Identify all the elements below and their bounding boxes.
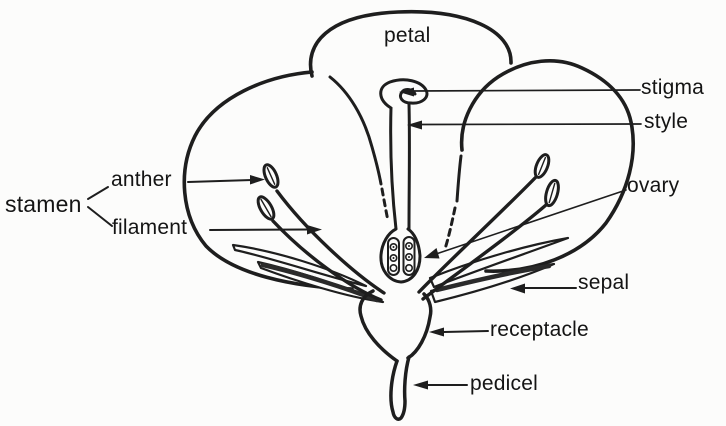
anther-capsule — [256, 195, 276, 221]
filament-curve — [417, 175, 538, 294]
sepal-right-lower-shape — [429, 262, 556, 304]
leader-receptacle — [429, 327, 489, 337]
anther-capsule — [533, 153, 551, 179]
stamen-brace-lines — [87, 186, 113, 227]
label-ovary: ovary — [627, 174, 680, 197]
arrowhead-left-icon — [424, 248, 440, 259]
leader-style — [407, 120, 642, 130]
stamen-right-lower — [421, 178, 560, 301]
anther-capsule — [544, 178, 560, 208]
pistil-group — [379, 78, 429, 284]
arrowhead-right-icon — [250, 175, 265, 185]
arrowhead-left-icon — [407, 120, 422, 130]
receptacle-shape — [358, 289, 433, 363]
leader-filament — [209, 225, 322, 235]
leader-sepal — [510, 283, 577, 294]
stamen-left-upper — [262, 163, 386, 295]
petal-right-shape — [443, 59, 635, 273]
label-style: style — [644, 110, 689, 133]
stigma-shape — [379, 78, 429, 110]
label-anther: anther — [111, 168, 172, 191]
ovule-shapes — [387, 236, 416, 276]
label-filament: filament — [112, 216, 188, 239]
arrowhead-left-icon — [413, 380, 428, 390]
label-stigma: stigma — [641, 76, 705, 99]
arrowhead-left-icon — [429, 327, 444, 337]
leader-ovary — [424, 189, 627, 259]
arrowhead-right-icon — [307, 225, 322, 235]
label-sepal: sepal — [578, 271, 630, 294]
petal-left-shape — [182, 70, 390, 291]
label-petal: petal — [384, 24, 431, 47]
leader-stigma — [399, 87, 641, 97]
arrowhead-left-icon — [399, 87, 414, 97]
leader-pedicel — [413, 380, 468, 390]
label-receptacle: receptacle — [490, 318, 589, 341]
petal-top-shape — [308, 9, 513, 78]
sepal-left-upper-shape — [231, 243, 368, 288]
leader-anther — [187, 175, 265, 185]
label-pedicel: pedicel — [470, 372, 538, 395]
anther-capsule — [262, 163, 280, 189]
label-stamen: stamen — [5, 191, 82, 217]
stamen-left-lower — [256, 195, 383, 302]
filament-curve — [421, 203, 548, 301]
pedicel-shape — [389, 355, 411, 421]
stamen-right-upper — [417, 153, 551, 294]
arrowhead-left-icon — [510, 283, 525, 294]
filament-curve — [271, 219, 383, 302]
filament-curve — [275, 189, 386, 295]
style-shape — [389, 105, 398, 231]
